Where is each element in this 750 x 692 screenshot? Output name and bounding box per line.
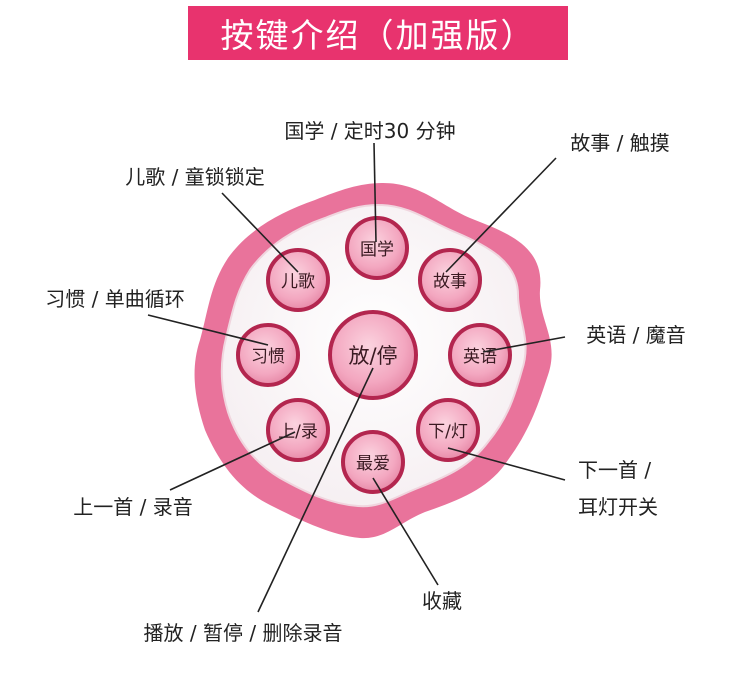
button-guoxue[interactable]: 国学 [345, 216, 409, 280]
button-gushi-label: 故事 [433, 272, 467, 292]
button-yingyu-label: 英语 [463, 347, 497, 367]
button-fangting[interactable]: 放/停 [328, 310, 418, 400]
leader-line-xiadeng [447, 447, 566, 481]
button-zuiai[interactable]: 最爱 [341, 430, 405, 494]
button-erge[interactable]: 儿歌 [266, 248, 330, 312]
label-shanglu: 上一首 / 录音 [73, 495, 192, 519]
title-banner: 按键介绍（加强版） [188, 6, 568, 60]
leader-line-erge [221, 192, 299, 273]
button-xiguan-label: 习惯 [251, 347, 285, 367]
button-xiadeng-label: 下/灯 [428, 422, 468, 442]
leader-line-yingyu [482, 336, 566, 353]
leader-line-shanglu [169, 431, 296, 491]
leader-line-guoxue [373, 142, 377, 243]
label-gushi: 故事 / 触摸 [570, 131, 669, 155]
button-xiguan[interactable]: 习惯 [236, 323, 300, 387]
label-xiadeng-line2: 耳灯开关 [578, 495, 658, 519]
label-xiadeng-line1: 下一首 / [578, 458, 651, 482]
label-xiguan: 习惯 / 单曲循环 [45, 287, 184, 311]
button-yingyu[interactable]: 英语 [448, 323, 512, 387]
label-yingyu: 英语 / 魔音 [586, 323, 685, 347]
button-shanglu[interactable]: 上/录 [266, 398, 330, 462]
leader-line-zuiai [372, 477, 439, 586]
label-guoxue: 国学 / 定时30 分钟 [284, 119, 455, 143]
leader-line-xiguan [147, 314, 269, 346]
button-guoxue-label: 国学 [360, 240, 394, 260]
button-erge-label: 儿歌 [281, 272, 315, 292]
button-shanglu-label: 上/录 [278, 422, 318, 442]
leader-line-gushi [445, 157, 557, 273]
label-fangting: 播放 / 暂停 / 删除录音 [144, 621, 343, 645]
button-xiadeng[interactable]: 下/灯 [416, 398, 480, 462]
button-gushi[interactable]: 故事 [418, 248, 482, 312]
button-zuiai-label: 最爱 [356, 454, 390, 474]
button-fangting-label: 放/停 [348, 344, 397, 368]
page-title: 按键介绍（加强版） [220, 16, 536, 55]
leader-line-fangting [257, 367, 374, 613]
label-erge: 儿歌 / 童锁锁定 [125, 165, 264, 189]
label-zuiai: 收藏 [422, 589, 462, 613]
